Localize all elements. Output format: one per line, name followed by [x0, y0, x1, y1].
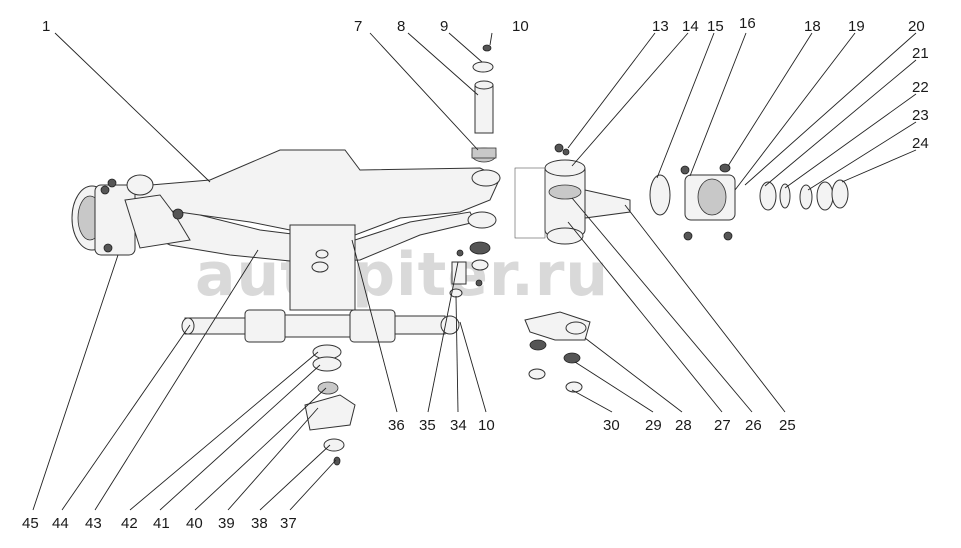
- callout-21: 21: [912, 45, 929, 62]
- steering-arm: [524, 311, 591, 393]
- callout-16: 16: [739, 15, 756, 32]
- callout-45: 45: [22, 515, 39, 532]
- lower-bracket: [304, 344, 356, 466]
- callout-41: 41: [153, 515, 170, 532]
- callout-37: 37: [280, 515, 297, 532]
- left-hub-assembly: [71, 174, 191, 256]
- callout-28: 28: [675, 417, 692, 434]
- callout-29: 29: [645, 417, 662, 434]
- steering-knuckle: [544, 143, 671, 245]
- callout-23: 23: [912, 107, 929, 124]
- callout-15: 15: [707, 18, 724, 35]
- callout-43: 43: [85, 515, 102, 532]
- callout-39: 39: [218, 515, 235, 532]
- callout-13: 13: [652, 18, 669, 35]
- callout-18: 18: [804, 18, 821, 35]
- tie-rod-cylinder: [181, 309, 460, 343]
- callout-labels: 1 7 8 9 10 13 14 15 16 18 19 20 21 22 23…: [22, 15, 929, 532]
- callout-42: 42: [121, 515, 138, 532]
- callout-27: 27: [714, 417, 731, 434]
- small-fasteners: [449, 249, 467, 298]
- callout-14: 14: [682, 18, 699, 35]
- callout-30: 30: [603, 417, 620, 434]
- callout-35: 35: [419, 417, 436, 434]
- callout-40: 40: [186, 515, 203, 532]
- callout-10-bottom: 10: [478, 417, 495, 434]
- callout-36: 36: [388, 417, 405, 434]
- callout-1: 1: [42, 18, 50, 35]
- right-hub-assembly: [680, 163, 849, 241]
- axle-beam: [114, 149, 501, 311]
- callout-38: 38: [251, 515, 268, 532]
- callout-9: 9: [440, 18, 448, 35]
- callout-34: 34: [450, 417, 467, 434]
- callout-26: 26: [745, 417, 762, 434]
- callout-20: 20: [908, 18, 925, 35]
- callout-25: 25: [779, 417, 796, 434]
- king-pin-assembly: [467, 44, 501, 287]
- callout-22: 22: [912, 79, 929, 96]
- callout-7: 7: [354, 18, 362, 35]
- callout-19: 19: [848, 18, 865, 35]
- reference-bracket: [514, 167, 546, 239]
- callout-44: 44: [52, 515, 69, 532]
- callout-10-top: 10: [512, 18, 529, 35]
- callout-24: 24: [912, 135, 929, 152]
- leader-lines: [32, 32, 917, 511]
- callout-8: 8: [397, 18, 405, 35]
